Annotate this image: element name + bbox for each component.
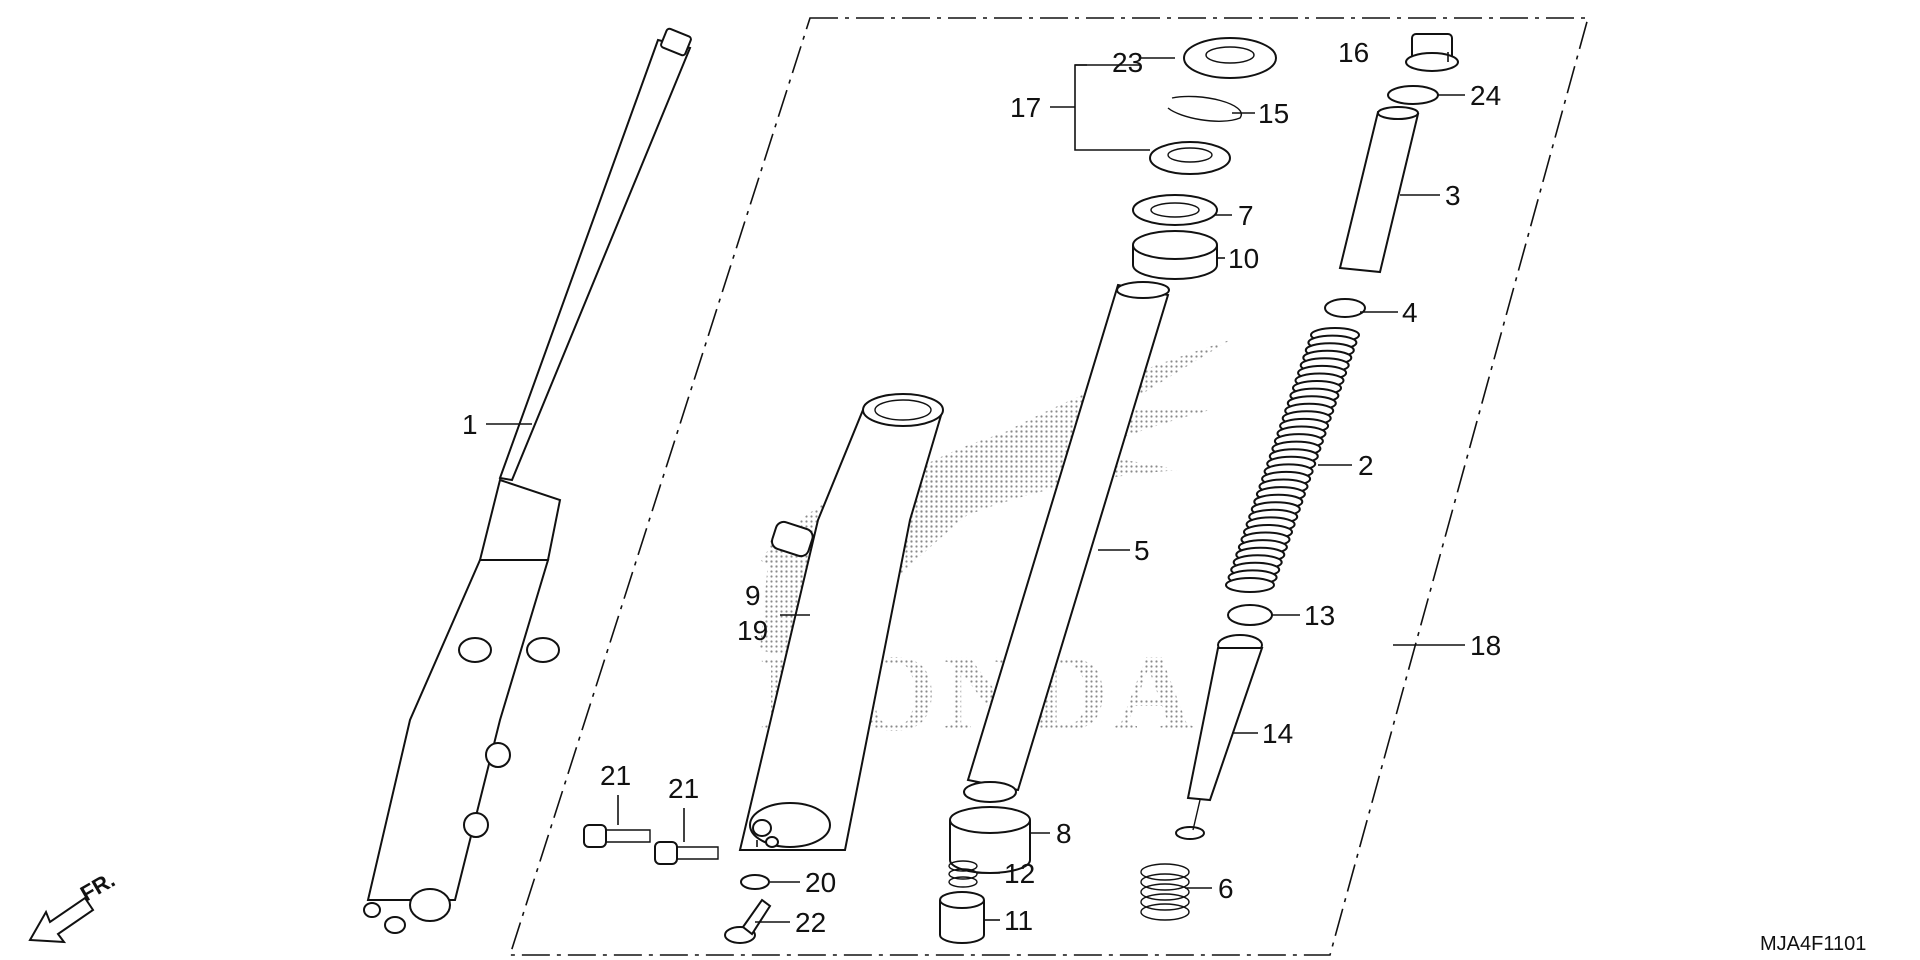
callout-23: 23 bbox=[1112, 47, 1143, 78]
part-14-piston bbox=[1175, 634, 1264, 840]
callout-24: 24 bbox=[1470, 80, 1501, 111]
assembly-boundary bbox=[508, 17, 1590, 956]
callout-4: 4 bbox=[1402, 297, 1418, 328]
callout-12: 12 bbox=[1004, 858, 1035, 889]
callout-14: 14 bbox=[1262, 718, 1293, 749]
callout-15: 15 bbox=[1258, 98, 1289, 129]
callout-21-b: 21 bbox=[668, 773, 699, 804]
callout-21-a: 21 bbox=[600, 760, 631, 791]
callout-16: 16 bbox=[1338, 37, 1369, 68]
part-24-o-ring bbox=[1387, 85, 1439, 105]
part-13-piston-ring bbox=[1227, 604, 1273, 626]
callout-18: 18 bbox=[1470, 630, 1501, 661]
front-direction-indicator: FR. bbox=[28, 867, 119, 944]
callout-22: 22 bbox=[795, 907, 826, 938]
callout-11: 11 bbox=[1004, 905, 1033, 936]
callout-17: 17 bbox=[1010, 92, 1041, 123]
callout-5: 5 bbox=[1134, 535, 1150, 566]
callout-13: 13 bbox=[1304, 600, 1335, 631]
part-1-fork-assembly bbox=[363, 27, 692, 934]
direction-arrow-icon bbox=[28, 896, 95, 944]
part-22-socket-bolt bbox=[724, 898, 772, 944]
callout-3: 3 bbox=[1445, 180, 1461, 211]
part-16-cap-bolt bbox=[1405, 33, 1459, 72]
part-12-spring bbox=[948, 860, 978, 888]
part-11-oil-lock-piece bbox=[939, 891, 985, 944]
callout-labels: 1 2 3 4 5 6 7 8 9 10 11 12 13 14 15 16 1… bbox=[462, 37, 1501, 938]
part-17-oil-seal bbox=[1149, 141, 1231, 175]
callout-2: 2 bbox=[1358, 450, 1374, 481]
part-20-washer bbox=[740, 874, 770, 890]
part-9-outer-tube bbox=[738, 393, 944, 851]
part-5-inner-tube bbox=[963, 281, 1170, 803]
callout-9: 9 bbox=[745, 580, 761, 611]
part-3-spacer bbox=[1338, 106, 1420, 274]
callout-1: 1 bbox=[462, 409, 478, 440]
callout-19: 19 bbox=[737, 615, 768, 646]
part-8-collar bbox=[949, 806, 1031, 874]
part-21-bolt-a bbox=[583, 824, 651, 848]
part-21-bolt-b bbox=[654, 841, 719, 865]
leader-lines bbox=[486, 52, 1465, 923]
part-7-washer bbox=[1132, 194, 1218, 226]
callout-6: 6 bbox=[1218, 873, 1234, 904]
part-2-fork-spring bbox=[1225, 327, 1360, 593]
callout-7: 7 bbox=[1238, 200, 1254, 231]
callout-8: 8 bbox=[1056, 818, 1072, 849]
part-6-rebound-spring bbox=[1140, 863, 1190, 921]
callout-20: 20 bbox=[805, 867, 836, 898]
part-10-bushing bbox=[1132, 230, 1218, 280]
part-4-spring-seat bbox=[1324, 298, 1366, 318]
part-15-clip bbox=[1167, 95, 1242, 122]
part-23-dust-seal bbox=[1183, 37, 1277, 79]
diagram-code: MJA4F1101 bbox=[1760, 933, 1866, 955]
callout-10: 10 bbox=[1228, 243, 1259, 274]
